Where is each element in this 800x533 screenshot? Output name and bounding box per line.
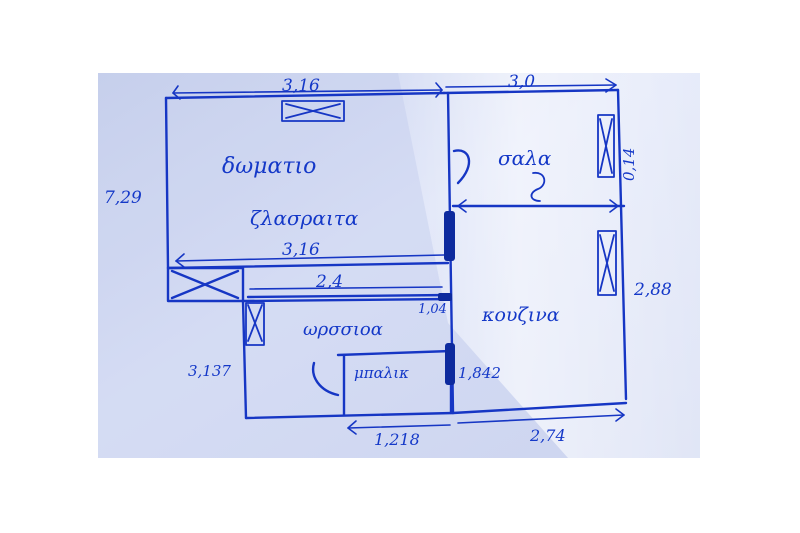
room-corridor-label: ωρσσιοα	[303, 319, 383, 340]
dim-bath-height: 1,842	[458, 364, 501, 382]
window-right-mid	[597, 230, 617, 296]
door-arc-top	[452, 149, 471, 185]
dim-left-height: 7,29	[104, 188, 142, 208]
lower-left-wall	[241, 299, 248, 420]
room-top-left-label: δωματιο	[222, 154, 316, 179]
dim-small: 1,04	[418, 302, 447, 317]
door-arc-bath	[311, 361, 340, 397]
sketch-photo: 3,16 3,0 7,29 3,16 2,4 1,04 3,137 1,842 …	[98, 73, 700, 458]
dim-right-height: 2,88	[633, 280, 672, 300]
bottom-right-wall	[451, 401, 628, 415]
window-right-top	[597, 114, 615, 178]
outer-top-right-wall	[442, 88, 620, 95]
window-top	[281, 100, 345, 122]
dim-right-top: 0,14	[620, 148, 638, 181]
sala-mark	[530, 172, 546, 202]
dim-bottom-1: 1,218	[374, 430, 420, 449]
dim-left-lower-height: 3,137	[188, 362, 231, 380]
outer-left-wall	[164, 96, 170, 270]
dim-middle-width: 3,16	[282, 240, 320, 260]
floor-plan-sketch: 3,16 3,0 7,29 3,16 2,4 1,04 3,137 1,842 …	[98, 73, 700, 458]
hall-inner-wall	[246, 293, 452, 299]
dim-hall-width: 2,4	[315, 272, 343, 292]
room-kitchen-label: κουζινα	[481, 304, 560, 326]
bottom-left-wall	[244, 411, 455, 420]
dim-top-right: 3,0	[508, 73, 535, 92]
left-stub-cross	[170, 269, 240, 300]
marker-strokes	[438, 211, 455, 385]
left-stub-top	[166, 266, 245, 303]
dim-bottom-2: 2,74	[529, 426, 566, 445]
room-top-right-label: σαλα	[498, 146, 552, 170]
room-bath-label: μπαλικ	[354, 364, 409, 382]
window-hall-left	[245, 302, 265, 346]
dimension-lines	[172, 78, 625, 435]
outer-top-left-wall	[164, 91, 446, 100]
dim-top-left: 3,16	[282, 76, 320, 96]
windows	[245, 100, 617, 346]
room-center-label: ζλασραιτα	[250, 206, 359, 230]
right-outer-wall	[616, 88, 628, 401]
hall-top-wall	[241, 297, 452, 303]
